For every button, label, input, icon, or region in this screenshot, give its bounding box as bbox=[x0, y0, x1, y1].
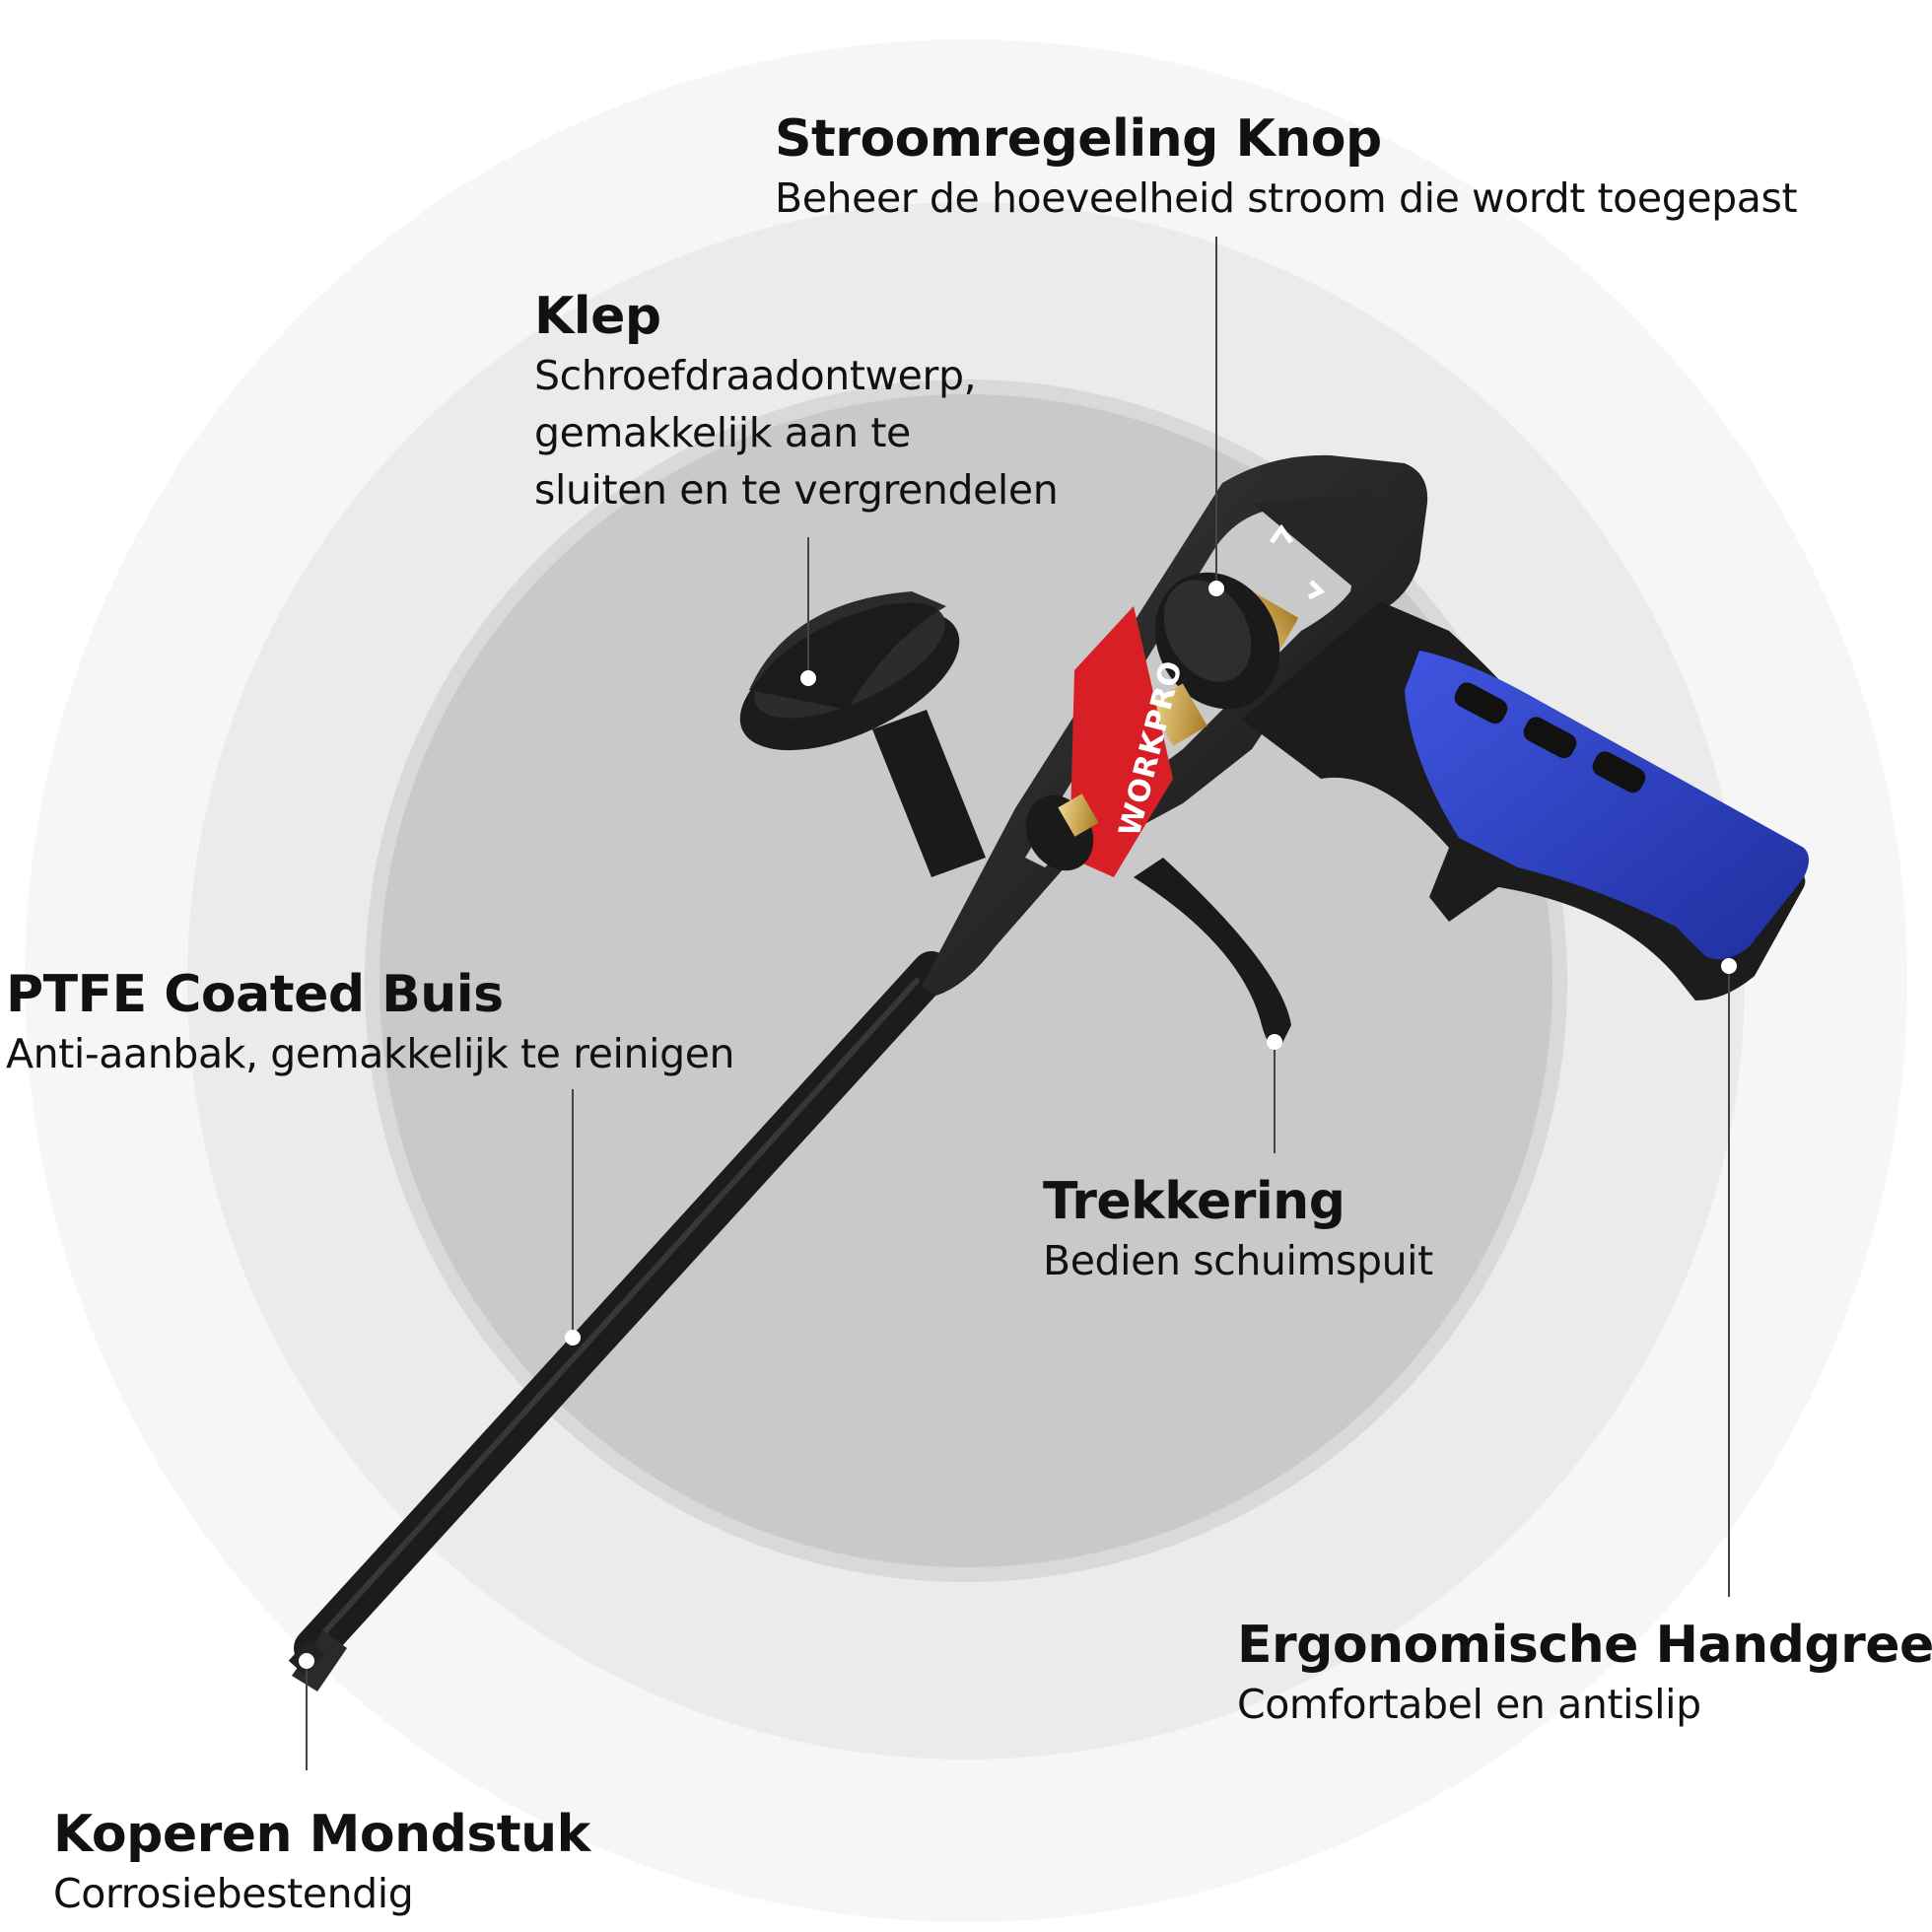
callout-valve: Klep Schroefdraadontwerp, gemakkelijk aa… bbox=[534, 286, 1059, 518]
valve-title: Klep bbox=[534, 287, 661, 346]
trigger-desc: Bedien schuimspuit bbox=[1043, 1237, 1433, 1284]
marker-flow-knob bbox=[1208, 581, 1224, 596]
callout-nozzle: Koperen Mondstuk Corrosiebestendig bbox=[53, 1804, 590, 1922]
marker-tube bbox=[565, 1330, 581, 1346]
tube-desc: Anti-aanbak, gemakkelijk te reinigen bbox=[6, 1030, 735, 1077]
marker-dots bbox=[299, 581, 1737, 1669]
tube-title: PTFE Coated Buis bbox=[6, 965, 504, 1024]
valve-desc-line-3: sluiten en te vergrendelen bbox=[534, 466, 1059, 514]
trigger-title: Trekkering bbox=[1043, 1172, 1346, 1231]
callout-handle: Ergonomische Handgreep Comfortabel en an… bbox=[1237, 1615, 1932, 1733]
handle bbox=[1242, 601, 1809, 1000]
marker-valve bbox=[800, 670, 816, 686]
trigger bbox=[1134, 858, 1291, 1048]
marker-nozzle bbox=[299, 1653, 314, 1669]
leader-lines bbox=[306, 237, 1730, 1770]
workpro-logo: WORKPRO bbox=[1070, 606, 1190, 877]
handle-title: Ergonomische Handgreep bbox=[1237, 1616, 1932, 1675]
handle-desc: Comfortabel en antislip bbox=[1237, 1681, 1701, 1728]
valve-desc-line-1: Schroefdraadontwerp, bbox=[534, 352, 977, 399]
marker-handle bbox=[1721, 958, 1737, 974]
nozzle-title: Koperen Mondstuk bbox=[53, 1805, 590, 1864]
flow-knob-title: Stroomregeling Knop bbox=[775, 109, 1382, 169]
ptfe-tube bbox=[294, 951, 951, 1668]
valve bbox=[739, 591, 986, 877]
flow-control-knob bbox=[1148, 523, 1326, 746]
marker-trigger bbox=[1267, 1034, 1282, 1050]
inner-fitting bbox=[1025, 794, 1099, 871]
flow-knob-desc: Beheer de hoeveelheid stroom die wordt t… bbox=[775, 174, 1798, 222]
valve-desc-line-2: gemakkelijk aan te bbox=[534, 409, 911, 456]
callout-trigger: Trekkering Bedien schuimspuit bbox=[1043, 1171, 1433, 1289]
callout-tube: PTFE Coated Buis Anti-aanbak, gemakkelij… bbox=[6, 964, 735, 1082]
nozzle-desc: Corrosiebestendig bbox=[53, 1870, 414, 1917]
callout-flow-knob: Stroomregeling Knop Beheer de hoeveelhei… bbox=[775, 108, 1798, 227]
